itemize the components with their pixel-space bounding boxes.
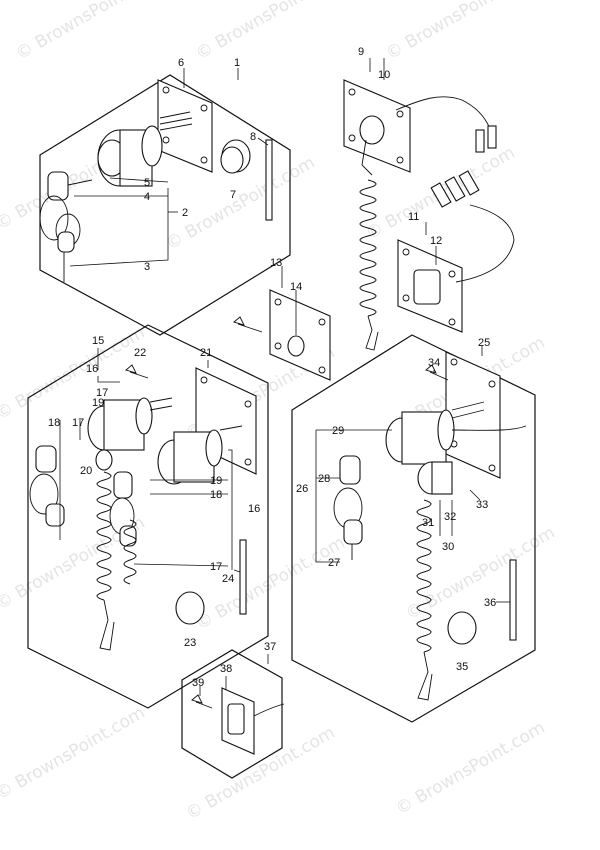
watermark-text: © BrownsPoint.com: [0, 703, 148, 805]
lanyard-switch-assembly: [343, 58, 497, 351]
screw: [233, 316, 263, 333]
screw: [125, 364, 149, 379]
screw: [425, 364, 449, 381]
callout-35: 35: [456, 661, 468, 673]
callout-5: 5: [144, 177, 150, 189]
callout-23: 23: [184, 637, 196, 649]
watermark-text: © BrownsPoint.com: [183, 723, 339, 825]
callout-24: 24: [222, 573, 234, 585]
callout-10: 10: [378, 69, 390, 81]
callout-36: 36: [484, 597, 496, 609]
key-switch: [385, 401, 527, 465]
callout-19a: 19: [92, 397, 104, 409]
key: [45, 503, 65, 527]
assembly-group-15: [27, 324, 269, 709]
callout-26: 26: [296, 483, 308, 495]
callout-9: 9: [358, 46, 364, 58]
callout-33: 33: [476, 499, 488, 511]
callout-12: 12: [430, 235, 442, 247]
lanyard-coil: [416, 499, 432, 653]
screw: [191, 694, 213, 709]
callout-16a: 16: [86, 363, 98, 375]
group-1-frame: [39, 74, 291, 336]
group-25-frame: [291, 334, 536, 723]
watermark-text: © BrownsPoint.com: [193, 533, 349, 635]
callout-17a: 17: [96, 387, 108, 399]
assembly-group-1: [39, 68, 291, 336]
key-switch: [87, 397, 173, 451]
group-15-frame: [27, 324, 269, 709]
cable-tie: [509, 559, 517, 641]
callout-2: 2: [182, 207, 188, 219]
watermark-text: © BrownsPoint.com: [383, 0, 539, 64]
cable-tie: [265, 139, 273, 221]
callout-3: 3: [144, 261, 150, 273]
callout-19b: 19: [210, 475, 222, 487]
rocker-switch: [227, 703, 245, 735]
callout-1: 1: [234, 57, 240, 69]
callout-34: 34: [428, 357, 440, 369]
switch-cap: [220, 139, 251, 174]
key: [113, 471, 133, 499]
callout-17b: 17: [72, 417, 84, 429]
assembly-group-37: [181, 649, 285, 779]
callout-31: 31: [422, 517, 434, 529]
callout-13: 13: [270, 257, 282, 269]
watermark-text: © BrownsPoint.com: [13, 0, 169, 64]
callout-7: 7: [230, 189, 236, 201]
callout-15: 15: [92, 335, 104, 347]
callout-30: 30: [442, 541, 454, 553]
callout-28: 28: [318, 473, 330, 485]
callout-37: 37: [264, 641, 276, 653]
key-switch: [97, 111, 193, 187]
lanyard-coil: [123, 519, 137, 585]
key: [35, 445, 57, 473]
key-switch: [157, 425, 243, 485]
callout-18a: 18: [48, 417, 60, 429]
key: [343, 519, 363, 545]
callout-25: 25: [478, 337, 490, 349]
key-set: [39, 171, 93, 282]
callout-14: 14: [290, 281, 302, 293]
key: [339, 455, 361, 485]
switch-cap: [447, 611, 477, 645]
assembly-group-25: [291, 334, 536, 723]
callout-39: 39: [192, 677, 204, 689]
callout-21: 21: [200, 347, 212, 359]
watermark-text: © BrownsPoint.com: [193, 0, 349, 64]
callout-18b: 18: [210, 489, 222, 501]
callout-11: 11: [408, 211, 419, 223]
mounting-plate: [157, 79, 213, 173]
callout-17c: 17: [210, 561, 222, 573]
watermark-text: © BrownsPoint.com: [393, 718, 549, 820]
callout-22: 22: [134, 347, 146, 359]
lanyard-coil: [359, 179, 377, 317]
switch-cap: [175, 591, 205, 625]
switch-plate-assembly: [233, 266, 331, 381]
callout-16b: 16: [248, 503, 260, 515]
callout-4: 4: [144, 191, 150, 203]
callout-20: 20: [80, 465, 92, 477]
group-37-frame: [181, 649, 283, 779]
lanyard-clip: [95, 449, 113, 471]
mounting-plate: [269, 289, 331, 381]
callout-6: 6: [178, 57, 184, 69]
callout-29: 29: [332, 425, 344, 437]
switch-panel-assembly: [397, 170, 515, 333]
cable-tie: [239, 539, 247, 615]
callout-27: 27: [328, 557, 340, 569]
lanyard-coil: [96, 471, 112, 601]
callout-8: 8: [250, 131, 256, 143]
callout-38: 38: [220, 663, 232, 675]
callout-32: 32: [444, 511, 456, 523]
